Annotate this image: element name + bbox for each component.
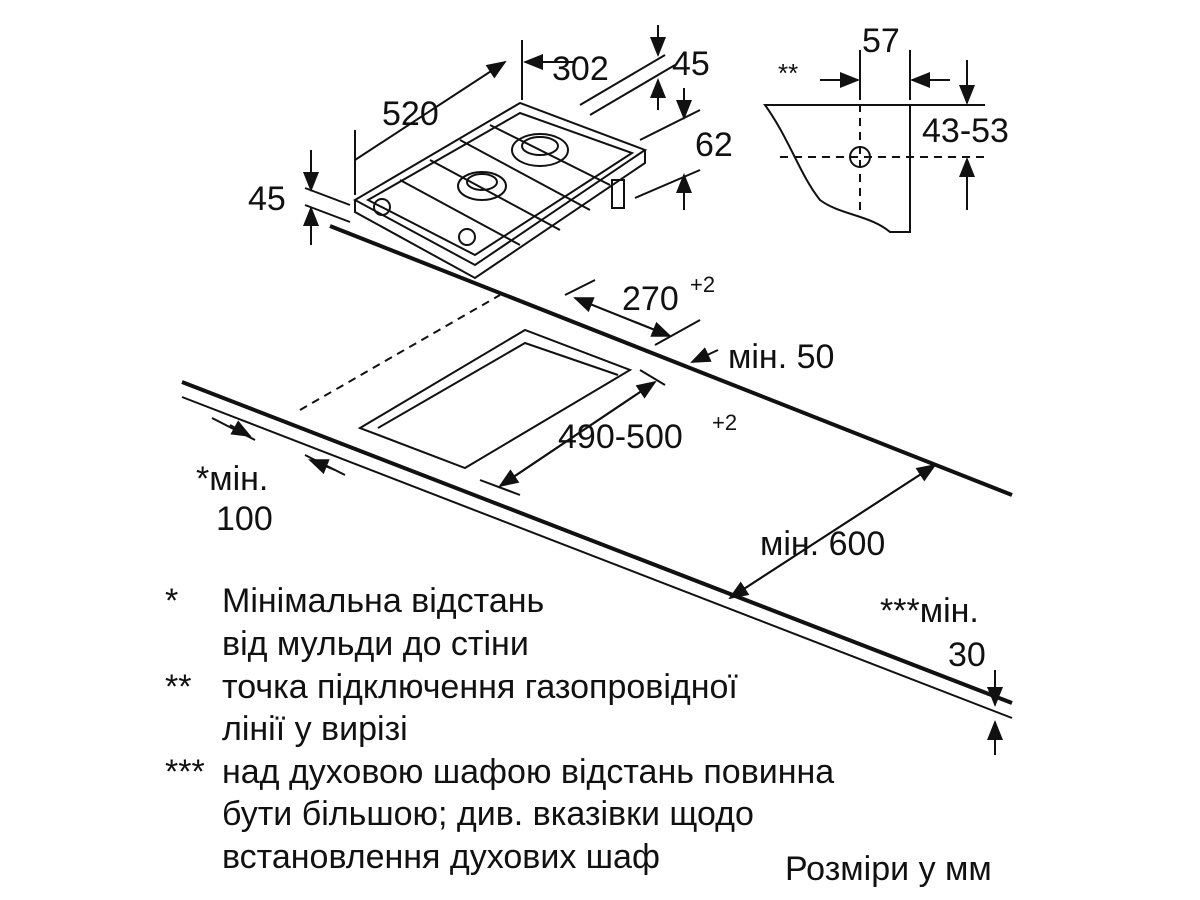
dim-min-50: мін. 50 [728,338,834,376]
dimension-labels: 302 45 520 62 45 ** 57 43-53 270 +2 мін.… [196,22,1009,674]
dim-min-600: мін. 600 [760,525,885,563]
note-2-mark: ** [165,668,191,706]
dim-min-100-a: *мін. [196,460,268,498]
note-2-line-2: лінії у вирізі [222,710,408,748]
cutout [357,328,633,470]
note-3-line-1: над духовою шафою відстань повинна [222,753,834,791]
dim-520: 520 [382,95,439,133]
note-1-mark: * [165,582,178,620]
dim-490-500-tol: +2 [712,410,737,435]
dim-490-500: 490-500 [558,418,683,456]
side-profile [763,50,985,233]
footnotes: * Мінімальна відстань від мульди до стін… [165,582,992,888]
dim-270-tol: +2 [690,272,715,297]
note-1-line-1: Мінімальна відстань [222,582,544,620]
dim-57: 57 [862,22,900,60]
dim-left-45: 45 [248,180,286,218]
dim-302: 302 [552,50,609,88]
note-2-line-1: точка підключення газопровідної [222,668,738,706]
dim-double-star: ** [778,58,798,88]
dim-top-45: 45 [672,45,710,83]
burner-small [457,171,507,201]
note-3-line-3: встановлення духових шаф [222,838,660,876]
dim-270: 270 [622,280,679,318]
note-3-mark: *** [165,753,205,791]
units-label: Розміри у мм [785,850,992,888]
hob-drawing [352,101,648,280]
hob-dimension-lines [303,25,701,245]
countertop [181,224,1013,755]
dim-62: 62 [695,126,733,164]
dim-min-30-b: 30 [948,636,986,674]
note-3-line-2: бути більшою; див. вказівки щодо [222,795,754,833]
dim-min-30-a: ***мін. [880,592,979,630]
note-1-line-2: від мульди до стіни [222,625,529,663]
burner-large [511,133,569,167]
dim-min-100-b: 100 [216,500,273,538]
dim-43-53: 43-53 [922,112,1009,150]
